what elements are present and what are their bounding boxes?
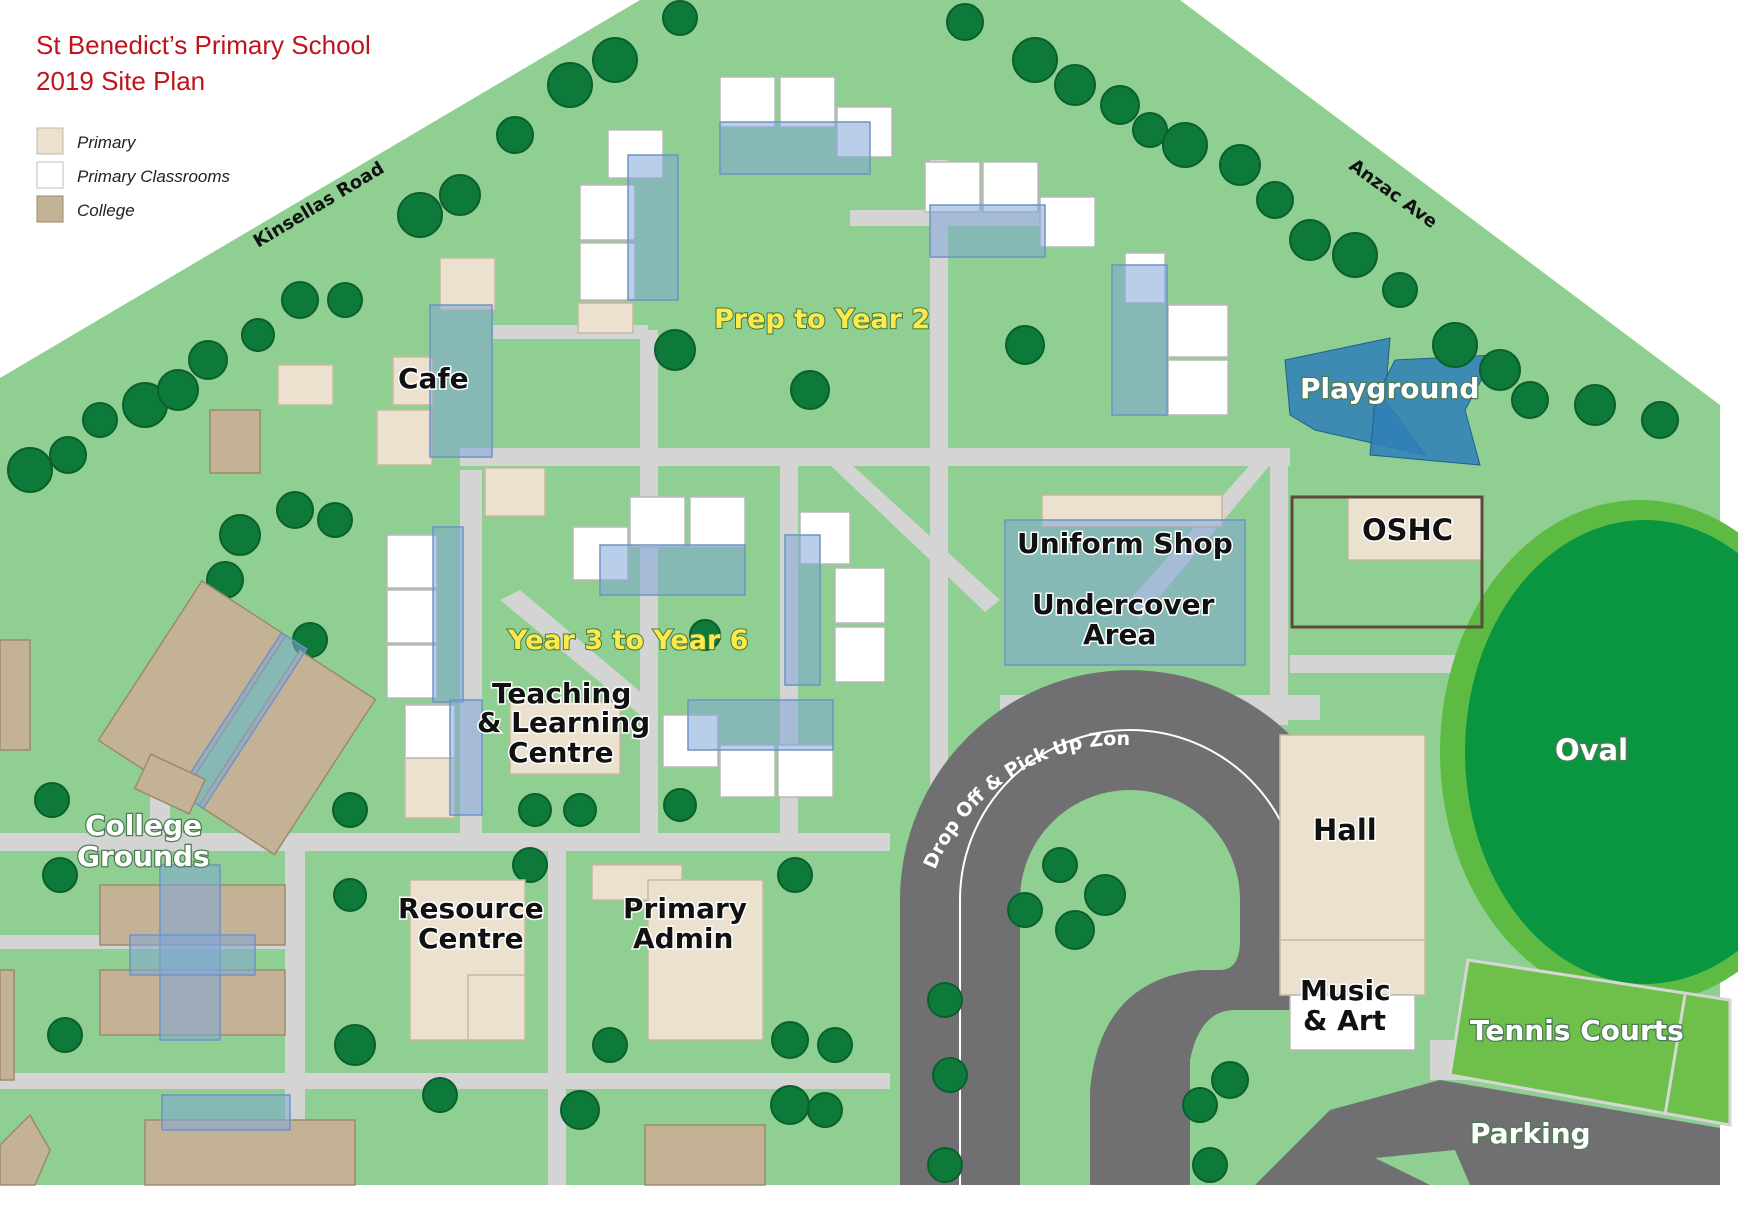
building-label-undercover-1: Undercover [1032,588,1215,621]
area-label-college-grounds-1: College [85,809,202,842]
building-label-uniform-shop: Uniform Shop [1017,527,1233,560]
building-label-tlc-3: Centre [508,736,614,769]
legend-swatch-primary [36,127,64,155]
building-label-resource-2: Centre [418,922,524,955]
legend: Primary Primary Classrooms College [36,127,231,223]
area-label-college-grounds-2: Grounds [77,840,210,873]
playground-shade [1284,337,1496,466]
legend-label-primary: Primary [77,133,137,152]
building-label-tlc-1: Teaching [492,677,631,710]
map-title-line1: St Benedict’s Primary School [36,30,371,60]
building-label-admin-2: Admin [633,922,733,955]
trees [7,0,1679,1183]
building-label-oshc: OSHC [1362,513,1453,547]
oval-field [1465,520,1738,984]
area-label-prep: Prep to Year 2 [714,304,930,335]
building-label-admin-1: Primary [623,892,747,925]
area-label-tennis: Tennis Courts [1470,1014,1684,1047]
legend-label-primary-classrooms: Primary Classrooms [77,167,231,186]
legend-swatch-primary-classrooms [36,161,64,189]
building-label-music-2: & Art [1303,1004,1386,1037]
area-label-parking: Parking [1470,1117,1591,1150]
area-label-year3: Year 3 to Year 6 [507,625,748,656]
building-label-tlc-2: & Learning [477,706,650,739]
legend-label-college: College [77,201,135,220]
dropoff-loop-road [900,670,1360,1185]
college-buildings [0,409,766,1186]
legend-swatch-college [36,195,64,223]
oshc-fence [1290,495,1484,629]
area-label-oval: Oval [1555,733,1628,767]
primary-buildings [277,257,1484,1041]
building-label-music-1: Music [1300,974,1391,1007]
tennis-courts [1448,958,1732,1127]
covered-areas [429,121,1484,816]
building-label-cafe: Cafe [398,362,469,395]
parking-area [1255,1080,1720,1185]
area-label-playground: Playground [1300,372,1479,405]
building-label-hall: Hall [1313,813,1377,847]
building-label-undercover-2: Area [1083,618,1156,651]
map-title-line2: 2019 Site Plan [36,66,205,96]
building-label-resource-1: Resource [398,892,544,925]
